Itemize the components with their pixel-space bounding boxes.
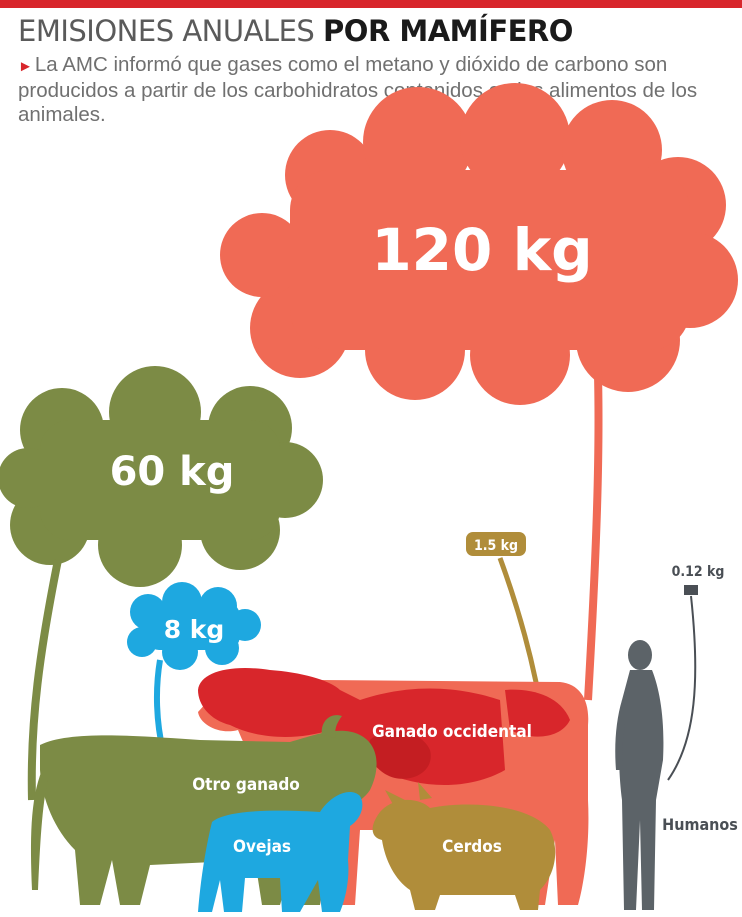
connector-60kg: [27, 559, 62, 801]
label-otro-ganado: Otro ganado: [192, 775, 300, 795]
pig-icon: Cerdos: [372, 782, 556, 910]
sheep-icon: Ovejas: [198, 791, 363, 912]
top-accent-bar: [0, 0, 742, 8]
label-0-12kg: 0.12 kg: [672, 564, 725, 580]
label-120kg: 120 kg: [371, 216, 592, 284]
human-icon: [615, 640, 664, 910]
label-ganado-occidental: Ganado occidental: [372, 722, 532, 742]
cloud-120kg: [220, 83, 738, 405]
label-8kg: 8 kg: [164, 615, 225, 644]
tag-1-5kg: [466, 532, 526, 556]
cloud-8kg: [127, 582, 261, 670]
tag-0-12kg: [684, 585, 698, 595]
title-light: EMISIONES ANUALES: [18, 14, 315, 48]
label-ovejas: Ovejas: [233, 837, 291, 857]
connector-120kg: [584, 374, 603, 701]
label-60kg: 60 kg: [110, 449, 235, 495]
page-title: EMISIONES ANUALES POR MAMÍFERO: [18, 14, 573, 48]
label-1-5kg: 1.5 kg: [474, 538, 518, 554]
cloud-60kg: [0, 366, 323, 587]
label-cerdos: Cerdos: [442, 837, 502, 857]
arrow-icon: ►: [18, 58, 33, 75]
label-humanos: Humanos: [662, 815, 738, 834]
title-bold: POR MAMÍFERO: [323, 14, 573, 48]
connector-0-12kg: [667, 595, 697, 781]
